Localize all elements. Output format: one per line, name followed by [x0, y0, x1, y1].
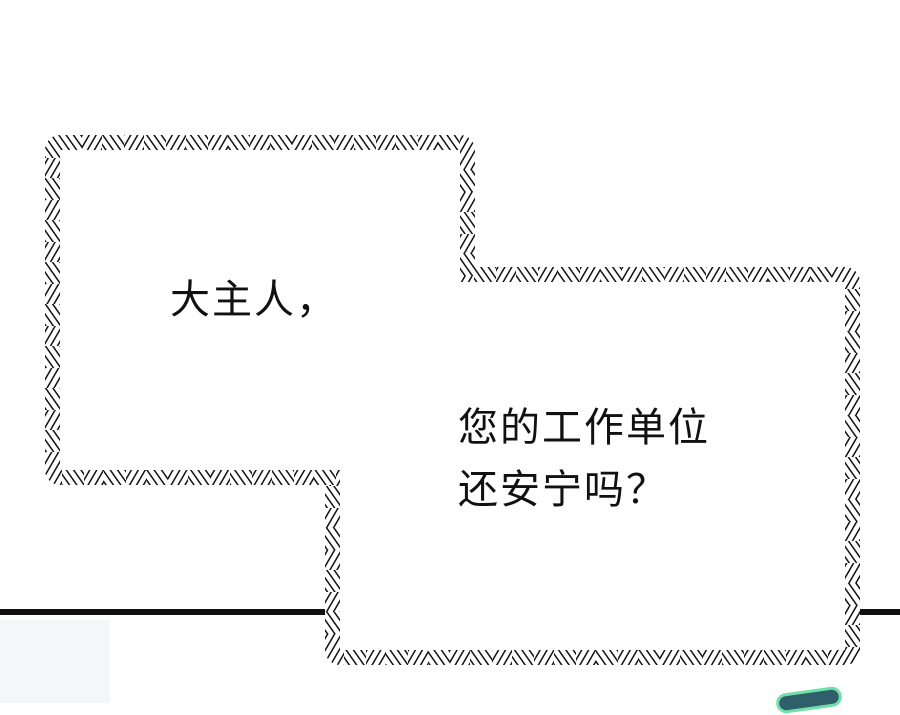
- panel-border-right: [860, 609, 900, 615]
- panel-border-left: [0, 609, 330, 615]
- dialogue-line-1: 大主人，: [170, 277, 338, 323]
- dialogue-line-3: 还安宁吗？: [458, 467, 668, 513]
- dialogue-line-2: 您的工作单位: [458, 405, 710, 451]
- next-panel-fragment: [0, 620, 110, 703]
